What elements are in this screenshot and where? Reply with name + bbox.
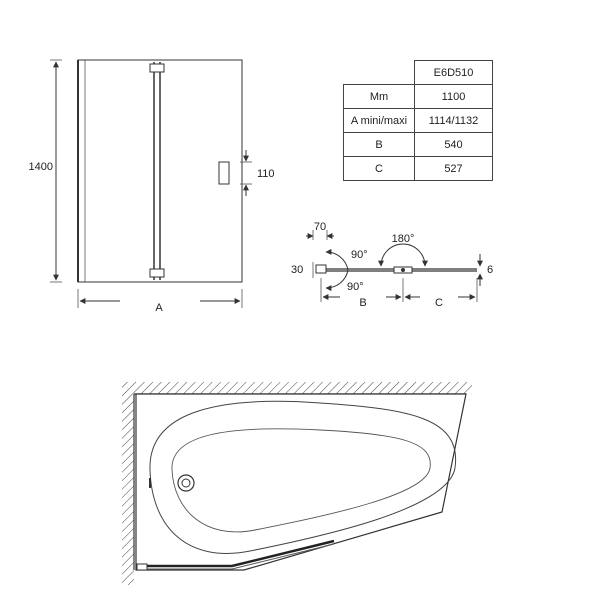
angle-90-top-label: 90° [351, 249, 368, 261]
width-label: A [155, 302, 163, 314]
spec-row-label: C [343, 156, 415, 181]
basin-bottom [171, 428, 431, 533]
spec-row-value: 1114/1132 [414, 108, 493, 133]
spec-row: C 527 [343, 156, 493, 181]
basin-rim [149, 400, 457, 554]
drain-inner [181, 478, 191, 488]
top-hinge [149, 63, 165, 73]
handle-dim-label: 110 [257, 168, 275, 180]
screen-glass-plan-inner [147, 543, 335, 570]
drain-icon [177, 474, 195, 492]
bath-outline [135, 393, 467, 571]
c-label: C [435, 297, 443, 309]
door-handle [218, 161, 230, 185]
dim30-label: 30 [291, 264, 303, 276]
spec-row: A mini/maxi 1114/1132 [343, 108, 493, 133]
spec-row-value: 1100 [414, 84, 493, 109]
screen-glass-plan [147, 539, 335, 568]
angle-180-label: 180° [392, 233, 415, 245]
plan-detail: 70 30 90° 90° 180° 6 B C [291, 221, 493, 309]
spec-header-blank [344, 61, 415, 85]
height-label: 1400 [29, 161, 53, 173]
spec-row: B 540 [343, 132, 493, 157]
bath-plan [122, 382, 472, 585]
wall-bracket [315, 264, 327, 274]
arc-90-bottom [325, 269, 349, 292]
front-elevation: 1400 110 A [29, 59, 275, 314]
spec-header-row: E6D510 [344, 60, 493, 85]
spec-table: E6D510 Mm 1100 A mini/maxi 1114/1132 B 5… [343, 60, 493, 181]
arc-180 [378, 243, 428, 267]
pivot-point [401, 268, 405, 272]
screen-wall-bracket [136, 563, 148, 571]
arc-90-top [325, 248, 349, 271]
dim70-label: 70 [314, 221, 326, 233]
spec-row-label: Mm [343, 84, 415, 109]
spec-row: Mm 1100 [343, 84, 493, 109]
spec-row-label: B [343, 132, 415, 157]
spec-row-value: 540 [414, 132, 493, 157]
spec-row-label: A mini/maxi [343, 108, 415, 133]
spec-header-model: E6D510 [414, 60, 493, 85]
dim6-label: 6 [487, 264, 493, 276]
b-label: B [359, 297, 366, 309]
angle-90-bottom-label: 90° [347, 281, 364, 293]
bottom-hinge [149, 268, 165, 278]
spec-row-value: 527 [414, 156, 493, 181]
